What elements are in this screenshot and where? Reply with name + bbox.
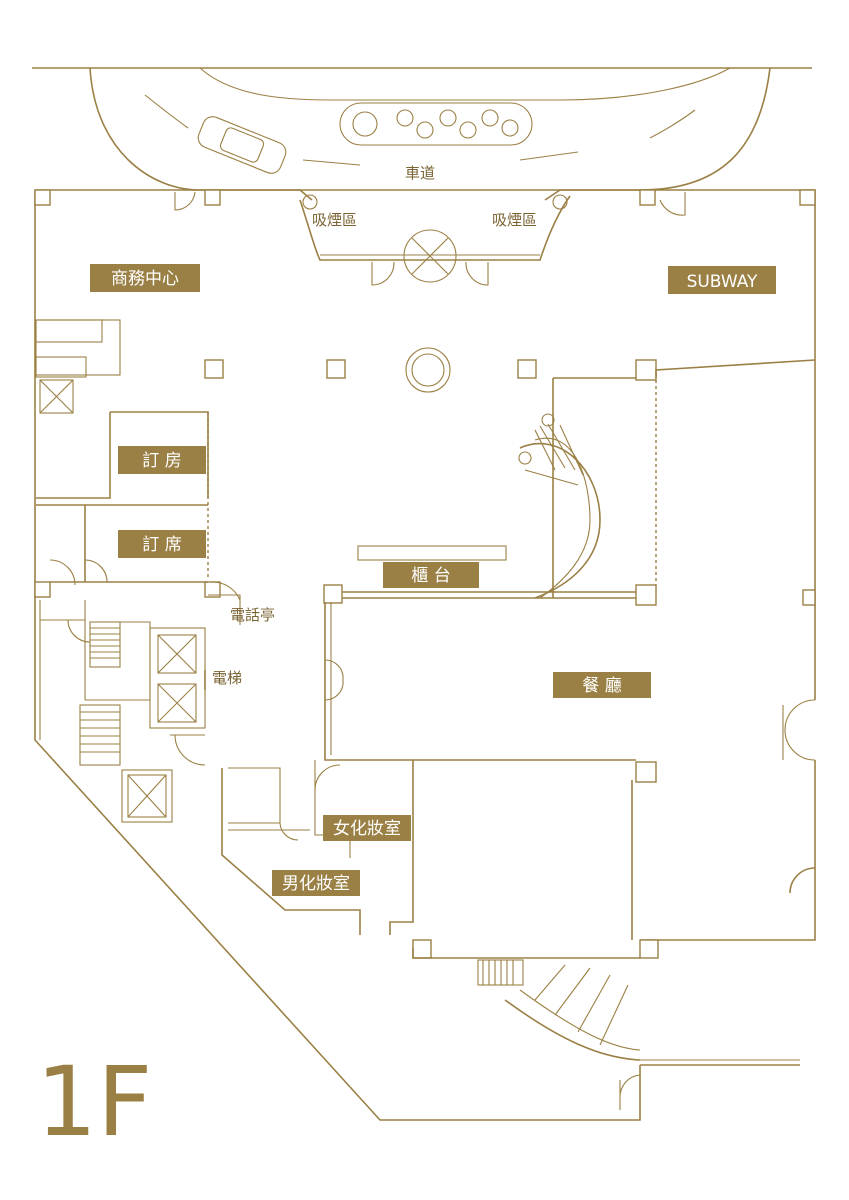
- arrow-icon: [519, 151, 579, 161]
- arrow-icon: [302, 159, 361, 166]
- counter-label: 櫃 台: [411, 566, 450, 586]
- planter-island: [339, 102, 533, 146]
- stairs-elevators: [39, 600, 206, 823]
- womens-restroom-label: 女化妝室: [333, 819, 401, 839]
- left-rooms: [35, 319, 241, 625]
- ashtray-icon: [302, 194, 318, 210]
- restaurant-label: 餐 廳: [582, 676, 621, 696]
- smoking-area-left: 吸煙區: [312, 211, 357, 229]
- driveway-label: 車道: [405, 164, 435, 182]
- driveway-area: 車道: [32, 67, 812, 191]
- phone-booth-label: 電話亭: [230, 606, 275, 624]
- elevator-label: 電梯: [212, 669, 242, 687]
- spiral-staircase: [518, 359, 816, 599]
- mens-restroom-label: 男化妝室: [282, 874, 350, 894]
- elevator-car-icon: [157, 634, 197, 674]
- ashtray-icon: [552, 194, 568, 210]
- smoking-area-right: 吸煙區: [492, 211, 537, 229]
- revolving-door-icon: [403, 229, 457, 283]
- lobby-planter-icon: [405, 347, 451, 393]
- restaurant-walls: [221, 602, 816, 1110]
- counter: 櫃 台: [383, 562, 479, 588]
- car-icon: [197, 116, 287, 174]
- counter-desk: [357, 545, 507, 561]
- womens-restroom: 女化妝室: [323, 815, 411, 841]
- mens-restroom: 男化妝室: [272, 870, 360, 896]
- table-booking: 訂 席: [118, 530, 206, 558]
- subway-label: SUBWAY: [687, 272, 758, 292]
- business-center-label: 商務中心: [111, 269, 179, 289]
- building-walls: [34, 189, 816, 1121]
- room-subway: SUBWAY: [668, 266, 776, 294]
- arrow-icon: [649, 109, 696, 139]
- table-booking-label: 訂 席: [142, 535, 181, 555]
- room-booking: 訂 房: [118, 446, 206, 474]
- entrance: [174, 191, 686, 286]
- columns: [34, 189, 816, 959]
- elevator-car-icon: [157, 683, 197, 723]
- arrow-icon: [144, 94, 189, 129]
- room-booking-label: 訂 房: [142, 451, 181, 471]
- planter-flowers: [352, 109, 519, 139]
- floor-number: 1F: [36, 1046, 152, 1158]
- room-business-center: 商務中心: [90, 264, 200, 292]
- elevator-car-icon: [127, 774, 167, 818]
- restaurant: 餐 廳: [553, 672, 651, 698]
